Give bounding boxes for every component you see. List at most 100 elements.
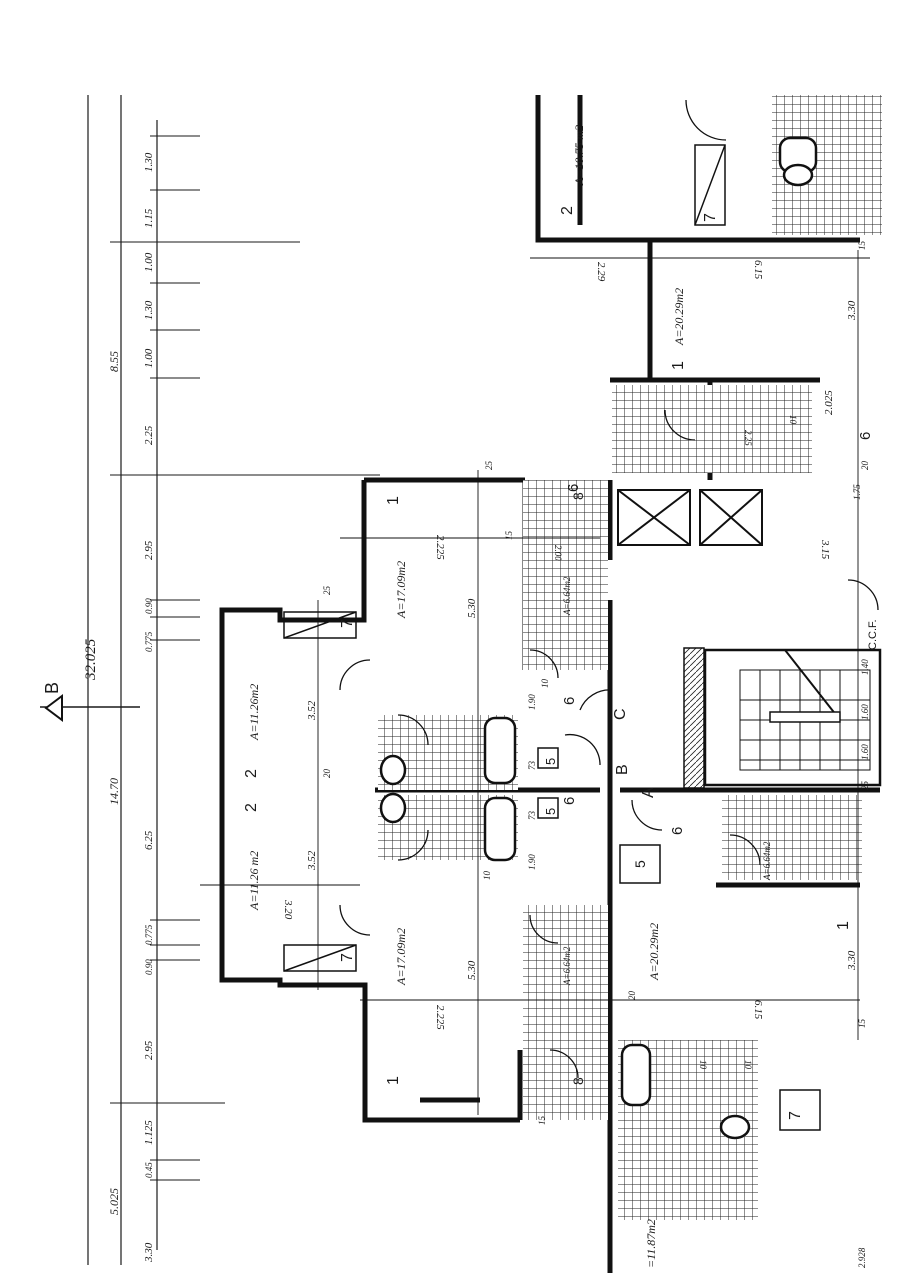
small-dim-11: 73 — [527, 761, 537, 771]
small-dim-4: 25 — [322, 586, 332, 596]
room-2-number: 1 — [385, 496, 402, 505]
bathtubs — [379, 136, 818, 1140]
eight-mark-1: 8 — [570, 1077, 586, 1085]
six-mark-4: 6 — [565, 484, 582, 492]
dimension-inner-14: 0.45 — [144, 1162, 154, 1178]
small-dim-16: 2.00 — [553, 545, 563, 561]
small-dim-14: 2.25 — [743, 430, 753, 446]
small-dim-22: 10 — [788, 415, 798, 425]
overall-dimension: 32.025 — [83, 638, 99, 681]
dimension-outer-0: 8.55 — [107, 351, 121, 372]
room-0-number: 2 — [559, 206, 576, 215]
room-6-number: 1 — [835, 921, 852, 930]
seven-mark-2: 7 — [702, 213, 719, 222]
room-5-number: 1 — [385, 1076, 402, 1085]
dimension-inner-3: 1.30 — [143, 300, 155, 320]
small-dim-10: 1.90 — [527, 854, 537, 870]
inner-dim-13: 2.025 — [823, 390, 835, 415]
small-dim-0: 15 — [857, 241, 867, 251]
five-mark-2: 5 — [543, 758, 558, 765]
dimension-inner-13: 1.125 — [143, 1120, 155, 1145]
section-marker: B — [42, 682, 63, 722]
small-dim-13: 15 — [504, 531, 514, 541]
room-10-area: A=6.64m2 — [762, 841, 772, 881]
inner-dim-12: 3.15 — [819, 539, 831, 560]
five-mark-0: 5 — [632, 860, 648, 868]
small-dim-25: 2.928 — [857, 1247, 867, 1268]
small-dim-7: 10 — [540, 679, 550, 689]
inner-dim-8: 3.20 — [282, 899, 294, 920]
small-dim-20: 25 — [860, 781, 870, 791]
seven-mark-1: 7 — [339, 953, 356, 962]
six-mark-2: 6 — [669, 827, 686, 835]
dimension-lines — [40, 95, 380, 1265]
six-mark-1: 6 — [561, 797, 578, 805]
room-4-area: A=11.26 m2 — [247, 851, 261, 911]
inner-dim-2: 3.52 — [306, 700, 318, 721]
inner-dim-3: 3.52 — [306, 850, 318, 871]
inner-dim-11: 2.29 — [595, 262, 607, 282]
room-3-area: A=11.26m2 — [247, 684, 261, 741]
small-dim-2: 15 — [537, 1116, 547, 1126]
inner-dim-4: 3.30 — [846, 300, 858, 321]
small-dim-15: 1.75 — [852, 484, 862, 500]
small-dim-19: 1.40 — [860, 659, 870, 675]
small-dim-9: 1.90 — [527, 694, 537, 710]
vestibule-letter-a: A — [640, 787, 657, 798]
annotations: 32.025 8.55 14.70 5.025 1.30 1.15 1.00 1… — [83, 125, 879, 1268]
dimension-inner-11: 0.90 — [144, 959, 154, 975]
small-dim-18: 1.60 — [860, 704, 870, 720]
room-1-area: A=20.29m2 — [672, 288, 686, 346]
vestibule-letter-b: B — [614, 764, 631, 775]
small-dim-8: 10 — [482, 871, 492, 881]
inner-dim-1: 5.30 — [466, 960, 478, 980]
wardrobes — [283, 144, 821, 1131]
dimension-inner-8: 0.90 — [144, 598, 154, 614]
small-dim-6: 20 — [627, 991, 637, 1001]
stairs — [683, 647, 882, 789]
small-dim-21: 20 — [860, 461, 870, 471]
dimension-outer-1: 14.70 — [107, 778, 121, 805]
dimension-inner-0: 1.30 — [143, 152, 155, 172]
room-5-area: A=17.09m2 — [394, 928, 408, 986]
inner-dimension-lines — [200, 250, 870, 1115]
inner-dim-0: 5.30 — [466, 598, 478, 618]
six-mark-3: 6 — [857, 432, 874, 440]
dimension-inner-4: 1.00 — [143, 348, 155, 368]
dimension-inner-12: 2.95 — [143, 1040, 155, 1060]
dimension-inner-5: 2.25 — [143, 425, 155, 445]
small-dim-3: 25 — [484, 461, 494, 471]
vestibule-letter-c: C — [612, 708, 629, 720]
core-marks — [537, 747, 661, 884]
ccf-label: C.C.F. — [867, 619, 879, 650]
dimension-inner-10: 0.775 — [144, 924, 154, 945]
room-7-area: =11.87m2 — [644, 1219, 658, 1268]
door-swings — [339, 99, 879, 1079]
seven-mark-3: 7 — [787, 1111, 804, 1120]
room-4-number: 2 — [243, 803, 260, 812]
room-0-area: A=10.75 m2 — [572, 125, 586, 186]
dimension-inner-15: 3.30 — [143, 1242, 155, 1263]
dimension-outer-2: 5.025 — [107, 1188, 121, 1215]
small-dim-12: 73 — [527, 811, 537, 821]
dimension-inner-2: 1.00 — [143, 252, 155, 272]
room-8-area: A=6.64m2 — [562, 576, 572, 616]
six-mark-0: 6 — [561, 697, 578, 705]
room-6-area: A=20.29m2 — [647, 923, 661, 981]
room-3-number: 2 — [243, 769, 260, 778]
five-mark-1: 5 — [543, 808, 558, 815]
small-dim-1: 15 — [857, 1019, 867, 1029]
seven-mark-0: 7 — [339, 619, 356, 628]
small-dim-5: 20 — [322, 769, 332, 779]
section-marker-label: B — [42, 682, 62, 694]
room-9-area: A=6.64m2 — [562, 946, 572, 986]
dimension-inner-1: 1.15 — [143, 208, 155, 228]
small-dim-23: 10 — [698, 1060, 708, 1070]
inner-dim-9: 6.15 — [752, 260, 764, 280]
inner-dim-6: 2.225 — [434, 535, 446, 560]
dimension-inner-6: 2.95 — [143, 540, 155, 560]
inner-dim-5: 3.30 — [846, 950, 858, 971]
room-1-number: 1 — [670, 361, 687, 370]
dimension-inner-7: 0.775 — [144, 631, 154, 652]
